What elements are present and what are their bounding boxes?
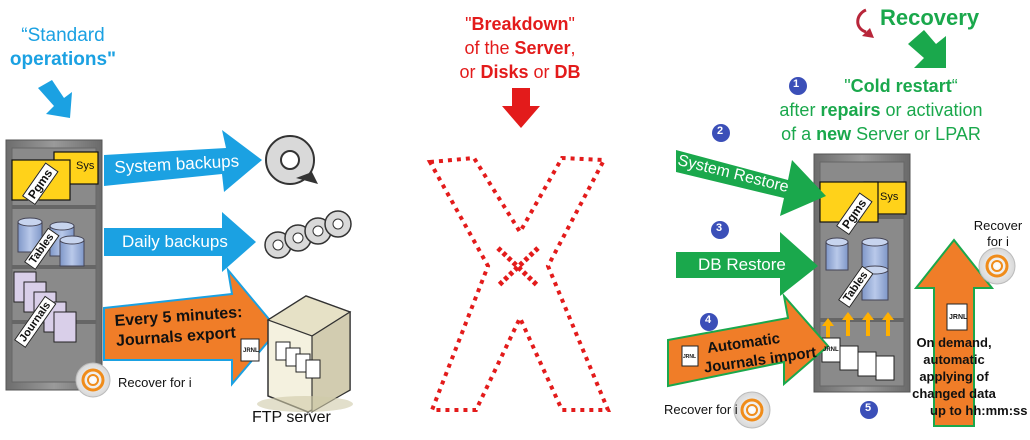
export-jrnl-label: JRNL [243,348,259,354]
on-demand-line4: changed data [912,386,996,401]
breakdown-quote-close: " [568,14,575,34]
recover-logo-left-icon [75,362,111,398]
cold-restart-block: "Cold restart“ after repairs or activati… [756,74,1006,146]
step5-number: 5 [865,402,872,414]
standard-down-arrow [38,80,72,118]
after-prefix: after [779,100,821,120]
left-recover-label: Recover for i [118,375,192,390]
right-recover-line2: for i [987,234,1009,249]
cold-restart-close: “ [951,76,958,96]
on-demand-line2: automatic [923,352,985,367]
recovery-curl-icon [856,8,874,38]
daily-backups-arrow [104,212,256,272]
recover-logo-bottom-icon [733,391,771,429]
journals-import-arrow [667,292,830,388]
system-backup-tape-icon [265,135,318,185]
step-badges [700,77,878,419]
right-tables-cylinders-icon [825,237,889,301]
right-jrnl-label: JRNL [823,347,839,353]
breakdown-word: Breakdown [471,14,569,34]
after-suffix: or activation [880,100,983,120]
recovery-title: Recovery [880,5,980,30]
system-backups-arrow [104,130,262,192]
breakdown-down-arrow [502,88,540,128]
cold-restart-open: " [844,76,851,96]
export-jrnl-doc-icon [240,338,260,362]
breakdown-or-mid: or [528,62,555,82]
step1-number: 1 [793,78,800,90]
bottom-recover-label: Recover for i [664,402,738,417]
of-a-prefix: of a [781,124,817,144]
system-restore-arrow [676,150,826,216]
breakdown-heading: "Breakdown" of the Server, or Disks or D… [420,12,620,84]
breakdown-server: Server [514,38,571,58]
breakdown-line3: or Disks or DB [420,60,620,84]
db-restore-label: DB Restore [698,255,786,274]
step4-number: 4 [705,314,712,326]
standard-heading-line2: operations" [9,49,117,70]
recover-logo-right-icon [978,247,1016,285]
apply-jrnl-doc-icon [946,303,968,331]
new-server-line: of a new Server or LPAR [756,122,1006,146]
right-recover-label: Recover for i [970,218,1026,250]
on-demand-line3: applying of [919,369,989,384]
breakdown-db: DB [554,62,581,82]
after-repairs-line: after repairs or activation [756,98,1006,122]
breakdown-line2: of the Server, [420,36,620,60]
repairs-word: repairs [820,100,881,120]
ftp-server-label: FTP server [252,409,331,426]
apply-jrnl-label: JRNL [949,314,968,321]
breakdown-disks: Disks [480,62,529,82]
breakdown-line1: "Breakdown" [420,12,620,36]
recovery-down-arrow [908,30,946,68]
db-restore-arrow [676,232,818,296]
right-recover-line1: Recover [973,218,1023,233]
ftp-server-icon [257,295,353,414]
daily-backup-tapes-icon [264,210,352,259]
breakdown-of-the: of the [464,38,515,58]
left-sys-label: Sys [76,160,95,172]
on-demand-block: On demand, automatic applying of changed… [908,334,1028,419]
apply-changes-up-arrow [913,238,995,427]
on-demand-line1: On demand, [916,335,992,350]
of-a-suffix: Server or LPAR [851,124,981,144]
on-demand-line5: up to hh:mm:ss [930,403,1028,418]
import-jrnl-doc-icon [681,345,699,367]
step2-number: 2 [717,125,724,137]
right-sys-label: Sys [880,191,899,203]
daily-backups-label: Daily backups [122,232,228,251]
breakdown-or: or [459,62,481,82]
breakdown-x-icon [426,155,611,412]
breakdown-comma: , [570,38,576,58]
cold-restart-text: Cold restart [850,76,952,96]
standard-operations-heading: “Standard operations" [8,24,118,72]
import-up-arrows-icon [822,312,894,340]
standard-heading-line1: “Standard [21,25,105,46]
breakdown-quote-open: " [465,14,472,34]
cold-restart-line: "Cold restart“ [756,74,1006,98]
step3-number: 3 [716,222,723,234]
new-word: new [816,124,852,144]
import-jrnl-label: JRNL [683,354,697,360]
